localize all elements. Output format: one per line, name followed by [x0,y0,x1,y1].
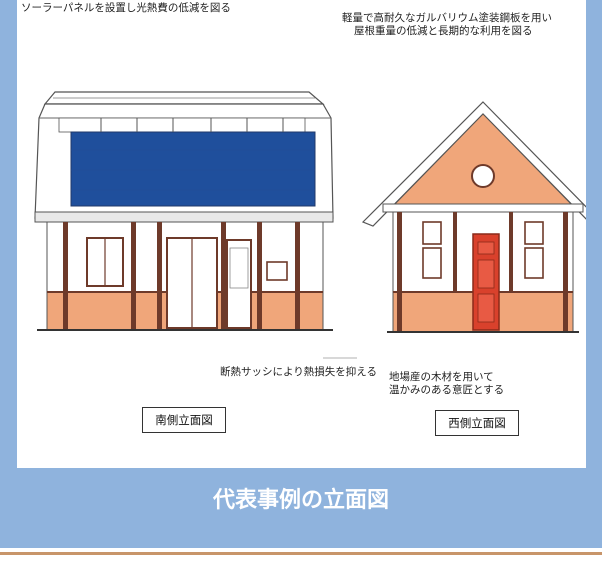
elevation-drawing [34,91,586,359]
figure-caption: 代表事例の立面図 [212,487,389,513]
round-window [471,164,495,188]
solar-panel-note: ソーラーパネルを設置し光熱費の低減を図る [21,2,231,14]
local-wood-note-line1: 地場産の木材を用いて [389,371,494,383]
bottom-divider [0,552,602,555]
roof-material-note-line2: 屋根重量の低減と長期的な利用を図る [354,25,533,37]
south-elevation [34,91,334,331]
south-elevation-label: 南側立面図 [142,407,226,433]
local-wood-note-line2: 温かみのある意匠とする [389,384,505,396]
slide-frame: ソーラーパネルを設置し光熱費の低減を図る 軽量で高耐久なガルバリウム塗装鋼板を用… [0,0,602,548]
west-elevation [361,101,586,333]
insulated-sash-note: 断熱サッシにより熱損失を抑える [220,366,377,378]
elevation-drawing-sheet: ソーラーパネルを設置し光熱費の低減を図る 軽量で高耐久なガルバリウム塗装鋼板を用… [17,0,586,468]
solar-panel [70,131,316,207]
roof-material-note-line1: 軽量で高耐久なガルバリウム塗装鋼板を用い [342,12,552,24]
west-elevation-label: 西側立面図 [435,410,519,436]
